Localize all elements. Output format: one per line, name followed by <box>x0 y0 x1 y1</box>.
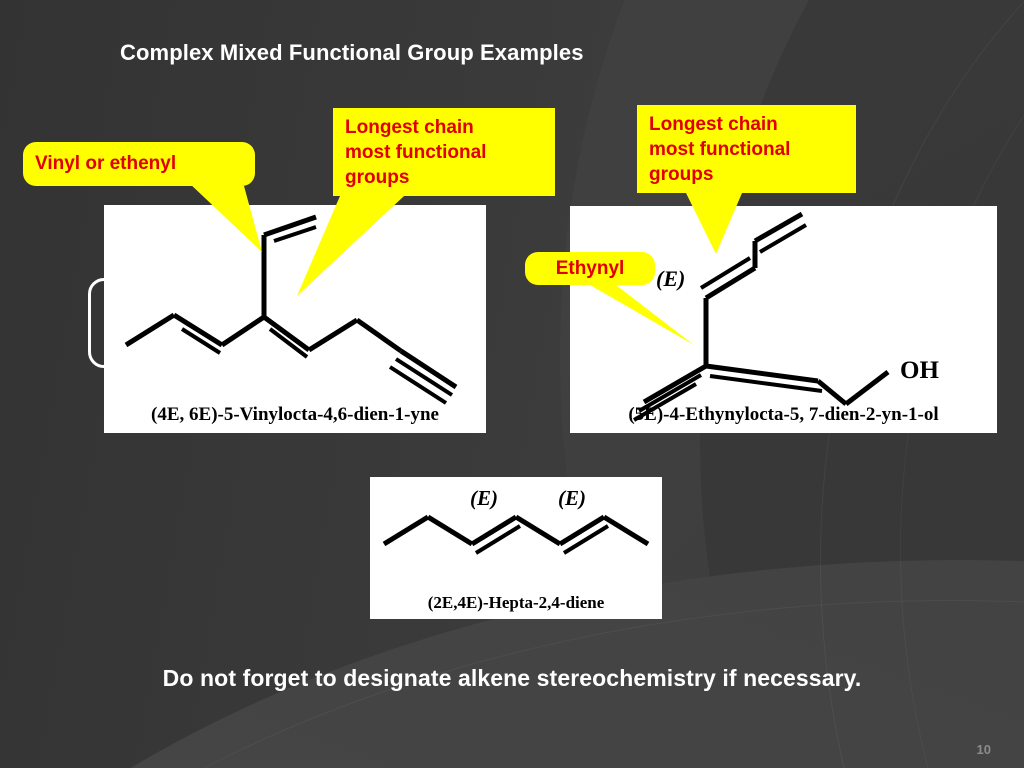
callout-ethynyl[interactable]: Ethynyl <box>525 252 655 285</box>
molecule-panel-2: (E) OH (5E)-4-Ethynylocta-5, 7-dien-2-yn… <box>570 206 997 433</box>
molecule-1-structure <box>124 214 458 405</box>
callout-vinyl-or-ethenyl[interactable]: Vinyl or ethenyl <box>23 142 255 186</box>
callout-longest-chain-1[interactable]: Longest chain most functional groups <box>333 108 555 196</box>
callout-vinyl-text: Vinyl or ethenyl <box>35 153 177 174</box>
callout-ethynyl-text: Ethynyl <box>555 258 625 279</box>
molecule-panel-1: (4E, 6E)-5-Vinylocta-4,6-dien-1-yne <box>104 205 486 433</box>
callout-longest-chain-2-text: Longest chain most functional groups <box>649 114 791 185</box>
molecule-3-caption: (2E,4E)-Hepta-2,4-diene <box>427 593 605 612</box>
page-number: 10 <box>976 742 991 757</box>
stereo-label-E: (E) <box>656 266 685 291</box>
hydroxyl-label: OH <box>900 357 939 384</box>
molecule-2-structure: (E) OH <box>632 211 939 422</box>
callout-longest-chain-1-text: Longest chain most functional groups <box>345 117 487 188</box>
footer-note: Do not forget to designate alkene stereo… <box>162 665 862 691</box>
molecule-1-caption: (4E, 6E)-5-Vinylocta-4,6-dien-1-yne <box>151 404 439 425</box>
page-title: Complex Mixed Functional Group Examples <box>120 40 584 65</box>
stereo-label-E: (E) <box>470 486 498 510</box>
molecule-2-caption: (5E)-4-Ethynylocta-5, 7-dien-2-yn-1-ol <box>628 404 939 425</box>
stereo-label-E: (E) <box>558 486 586 510</box>
callout-longest-chain-2[interactable]: Longest chain most functional groups <box>637 105 856 193</box>
molecule-panel-3: (E) (E) (2E,4E)-Hepta-2,4-diene <box>370 477 662 619</box>
